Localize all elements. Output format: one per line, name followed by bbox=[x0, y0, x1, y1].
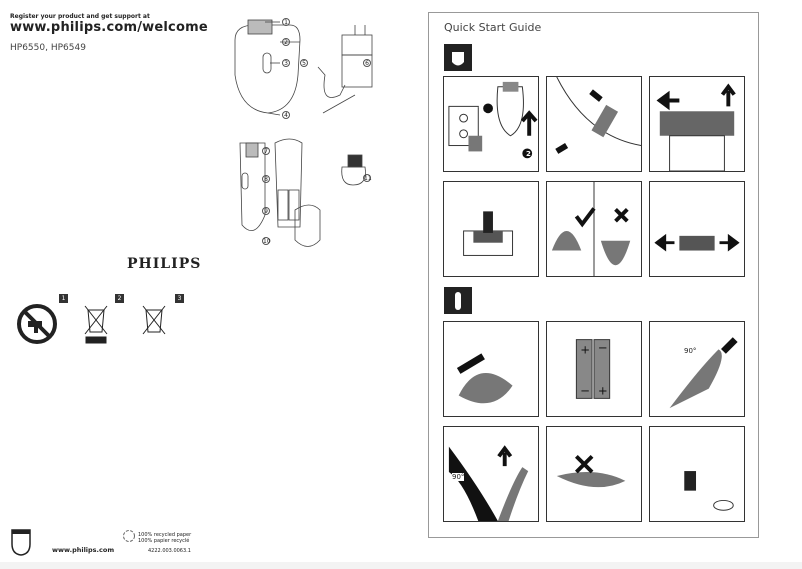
step-open-shaver bbox=[443, 321, 539, 417]
symbol-number: 3 bbox=[175, 294, 184, 303]
epilator-section-icon bbox=[444, 44, 472, 71]
guide-title: Quick Start Guide bbox=[444, 21, 542, 34]
part-number: 8 bbox=[262, 175, 270, 183]
step-remove-head bbox=[649, 76, 745, 172]
product-diagram bbox=[234, 19, 373, 247]
step-attach-head bbox=[649, 181, 745, 277]
symbol-number: 1 bbox=[59, 294, 68, 303]
part-number: 11 bbox=[363, 174, 372, 182]
no-water-icon bbox=[17, 304, 57, 344]
quick-start-guide-frame bbox=[428, 12, 759, 538]
step-insert-batteries: +−−+ bbox=[546, 321, 642, 417]
svg-text:+: + bbox=[598, 383, 608, 397]
step-shave-angle bbox=[649, 321, 745, 417]
footer-url[interactable]: www.philips.com bbox=[52, 546, 115, 554]
svg-text:−: − bbox=[580, 383, 590, 397]
symbol-number: 2 bbox=[115, 294, 124, 303]
part-number: 2 bbox=[282, 38, 290, 46]
angle-label: 90° bbox=[452, 473, 465, 481]
part-number: 9 bbox=[262, 207, 270, 215]
part-number: 4 bbox=[282, 111, 290, 119]
model-numbers: HP6550, HP6549 bbox=[10, 43, 86, 53]
recycled-en: 100% recycled paper bbox=[138, 532, 192, 538]
angle-label: 90° bbox=[684, 347, 697, 355]
step-brush-shaver bbox=[649, 426, 745, 522]
step-number: 1 bbox=[478, 102, 483, 110]
step-plug-in bbox=[443, 76, 539, 172]
part-number: 7 bbox=[262, 147, 270, 155]
part-number: 5 bbox=[300, 59, 308, 67]
part-number: 10 bbox=[262, 237, 271, 245]
weee-bin-icon bbox=[84, 305, 108, 344]
part-number: 1 bbox=[282, 18, 290, 26]
step-brush-clean bbox=[443, 181, 539, 277]
step-epilate bbox=[546, 76, 642, 172]
step-no-rinse bbox=[546, 426, 642, 522]
page-bottom-edge bbox=[0, 562, 802, 569]
philips-shield-logo bbox=[11, 529, 31, 556]
register-text: Register your product and get support at bbox=[10, 13, 150, 20]
document-code: 4222.003.0063.1 bbox=[148, 548, 191, 554]
recycled-fr: 100% papier recyclé bbox=[138, 538, 190, 544]
step-number: 2 bbox=[526, 150, 531, 158]
step-rinse bbox=[546, 181, 642, 277]
part-number: 3 bbox=[282, 59, 290, 67]
svg-text:+: + bbox=[580, 342, 590, 356]
philips-logo: PHILIPS bbox=[127, 256, 202, 272]
welcome-url[interactable]: www.philips.com/welcome bbox=[10, 20, 208, 35]
svg-text:−: − bbox=[598, 340, 608, 354]
part-number: 6 bbox=[363, 59, 371, 67]
shaver-section-icon bbox=[444, 287, 472, 314]
battery-bin-icon bbox=[142, 305, 166, 335]
recycle-icon bbox=[123, 530, 135, 542]
